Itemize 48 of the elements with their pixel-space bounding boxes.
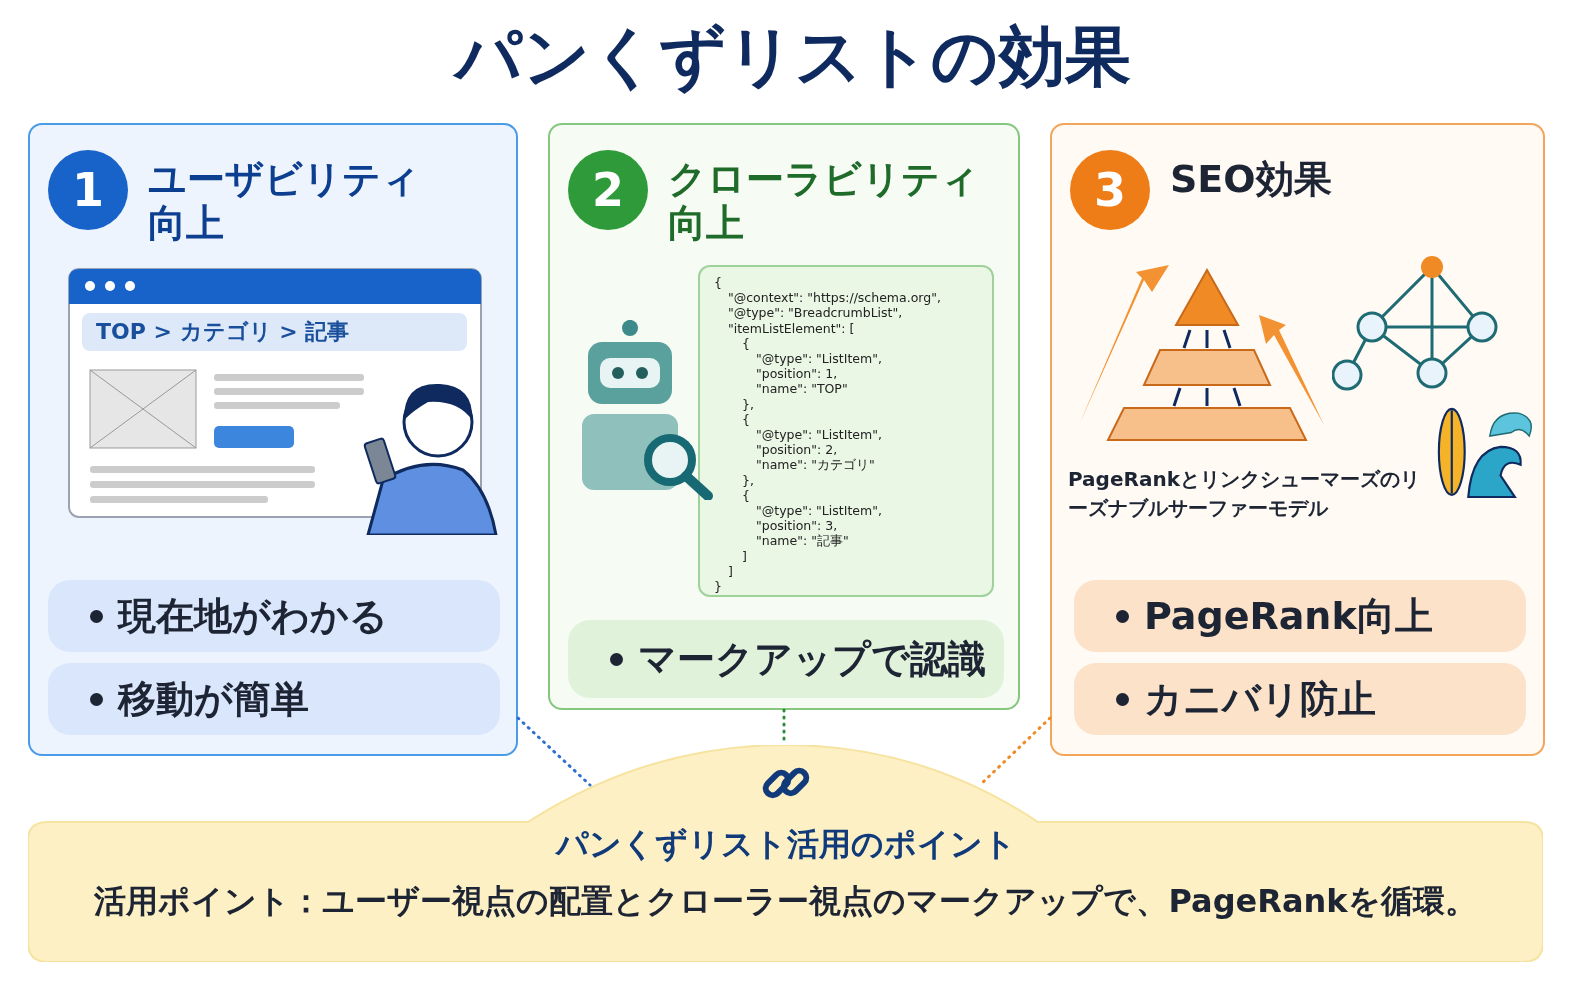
panel-card [28, 123, 518, 756]
panel-card [548, 123, 1020, 710]
code-line: { [741, 335, 751, 351]
bullet-item [48, 580, 500, 652]
bullet-text: 移動が簡単 [118, 675, 309, 723]
code-line: "position": 3, [755, 518, 839, 534]
banner-heading: パンくずリスト活用のポイント [554, 824, 1017, 865]
code-line: { [714, 275, 723, 291]
bullet-item [1074, 663, 1526, 735]
banner-text: 活用ポイント：ユーザー視点の配置とクローラー視点のマークアップで、PageRankを循環。 [93, 881, 1478, 922]
code-line: }, [741, 472, 755, 488]
code-line: "position": 2, [755, 442, 839, 458]
code-line: "position": 1, [755, 366, 839, 382]
summary-banner [28, 745, 1543, 962]
code-line: { [741, 487, 751, 504]
bullet-item [1074, 580, 1526, 652]
bullet-text: PageRank向上 [1144, 592, 1433, 640]
code-line: ] [741, 548, 748, 564]
code-line: } [714, 579, 723, 595]
number-badge: 1 [48, 150, 128, 230]
bullet-item [568, 620, 1004, 698]
bullet-text: 現在地がわかる [118, 592, 388, 640]
caption-text: PageRankとリンクシューマーズのリーズナブルサーファーモデル [1068, 466, 1421, 522]
code-block [698, 265, 994, 597]
bullet-text: マークアップで認識 [638, 635, 986, 683]
number-badge: 3 [1070, 150, 1150, 230]
code-line: { [741, 411, 751, 428]
code-line: "@context": "https://schema.org", [727, 290, 942, 306]
code-line: "name": "記事" [755, 533, 850, 549]
panel-heading: クローラビリティ向上 [668, 157, 980, 245]
code-line: }, [741, 396, 755, 412]
dotted-connector [516, 716, 592, 787]
breadcrumb-bar: TOP > カテゴリ > 記事 [82, 313, 467, 351]
code-line: "itemListElement": [ [727, 320, 856, 336]
bullet-item [48, 663, 500, 735]
diagram-title: パンくずリストの効果 [452, 17, 1132, 97]
code-line: "name": "カテゴリ" [755, 457, 876, 473]
number-badge: 2 [568, 150, 648, 230]
code-line: "@type": "ListItem", [755, 503, 883, 519]
panel-heading: SEO効果 [1170, 157, 1333, 201]
panel-heading: ユーザビリティ向上 [148, 157, 421, 245]
code-line: "@type": "ListItem", [755, 427, 883, 443]
code-line: "name": "TOP" [755, 381, 849, 397]
bullet-text: カニバリ防止 [1144, 675, 1376, 723]
code-line: ] [727, 563, 734, 580]
panel-card [1050, 123, 1545, 756]
code-line: "@type": "ListItem", [755, 351, 883, 367]
code-line: "@type": "BreadcrumbList", [727, 305, 904, 321]
